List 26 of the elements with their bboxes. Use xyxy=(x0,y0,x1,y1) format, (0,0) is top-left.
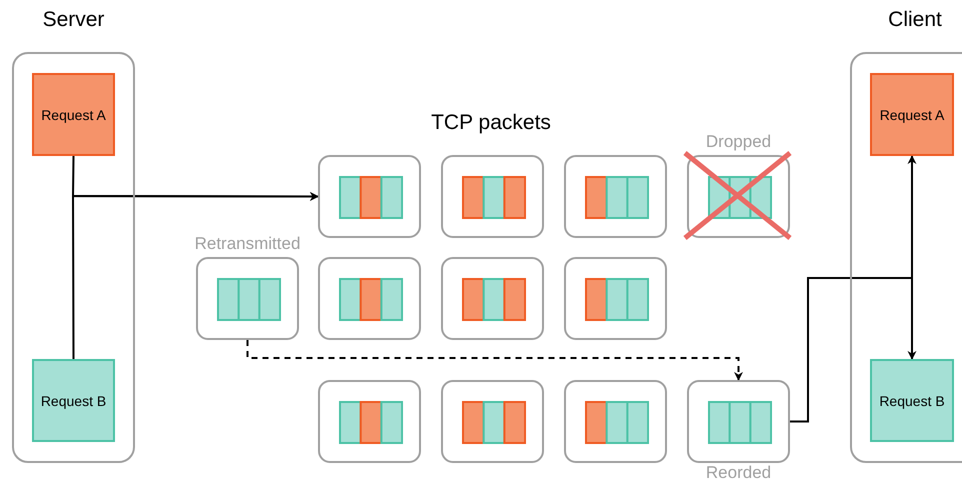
packet-box xyxy=(318,155,421,238)
packet-box xyxy=(318,380,421,463)
packet-caption: Retransmitted xyxy=(194,234,300,254)
request-label: Request A xyxy=(41,106,106,122)
arrow xyxy=(790,277,916,422)
packet-box xyxy=(441,257,544,340)
request-box xyxy=(32,73,115,156)
request-label: Request B xyxy=(879,392,945,408)
packet-box xyxy=(564,257,667,340)
packet-box xyxy=(318,257,421,340)
packet-caption: Reorded xyxy=(706,463,772,479)
packet-box xyxy=(564,155,667,238)
arrow xyxy=(246,340,743,381)
packet-box xyxy=(441,380,544,463)
panel-heading: Client xyxy=(888,8,942,32)
request-box xyxy=(870,73,954,156)
arrow xyxy=(72,192,319,359)
packet-box xyxy=(441,155,544,238)
packet-box xyxy=(564,380,667,463)
request-box xyxy=(870,359,954,442)
request-box xyxy=(32,359,115,442)
request-label: Request A xyxy=(880,106,944,122)
request-label: Request B xyxy=(40,392,106,408)
section-title: TCP packets xyxy=(431,111,551,135)
panel-heading: Server xyxy=(42,8,104,32)
packet-caption: Dropped xyxy=(706,132,772,152)
